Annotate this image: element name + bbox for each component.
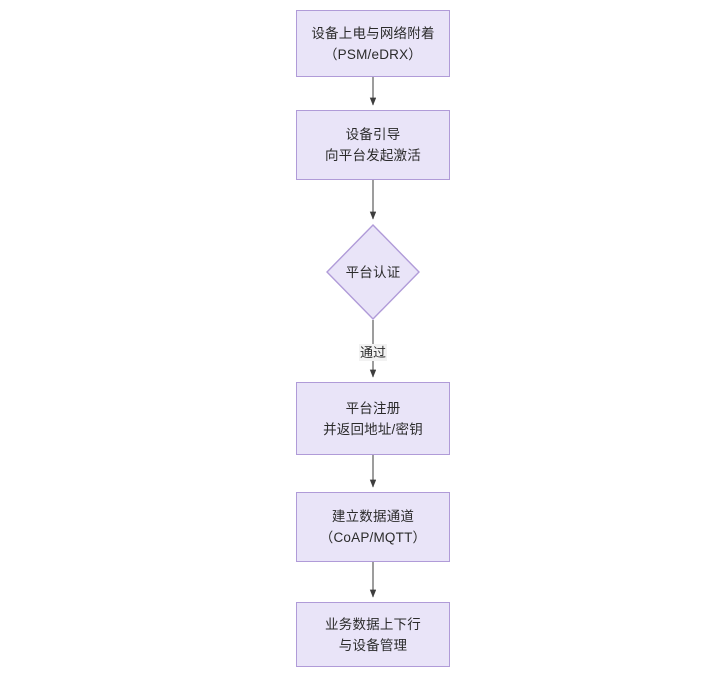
node-bootstrap-line-1: 设备引导 — [345, 127, 401, 142]
node-platform-auth-label: 平台认证 — [345, 264, 401, 280]
diamond-shape — [326, 224, 420, 320]
node-bootstrap-line-2: 向平台发起激活 — [325, 148, 421, 163]
node-platform-register-line-1: 平台注册 — [345, 400, 401, 416]
node-business-data[interactable]: 业务数据上下行 与设备管理 — [296, 602, 450, 667]
edge-label-pass: 通过 — [358, 344, 388, 361]
node-power-on-line-2: （PSM/eDRX） — [323, 46, 423, 62]
node-platform-register-line-2: 并返回地址/密钥 — [323, 421, 423, 437]
node-data-channel-line-2: （CoAP/MQTT） — [319, 530, 427, 545]
node-platform-auth[interactable]: 平台认证 — [326, 224, 420, 320]
node-platform-register[interactable]: 平台注册 并返回地址/密钥 — [296, 382, 450, 455]
node-bootstrap[interactable]: 设备引导 向平台发起激活 — [296, 110, 450, 180]
node-data-channel-line-1: 建立数据通道 — [331, 509, 415, 524]
node-power-on[interactable]: 设备上电与网络附着 （PSM/eDRX） — [296, 10, 450, 77]
node-business-data-line-1: 业务数据上下行 — [325, 616, 421, 632]
node-data-channel[interactable]: 建立数据通道 （CoAP/MQTT） — [296, 492, 450, 562]
node-power-on-line-1: 设备上电与网络附着 — [311, 25, 435, 41]
node-business-data-line-2: 与设备管理 — [338, 637, 408, 653]
